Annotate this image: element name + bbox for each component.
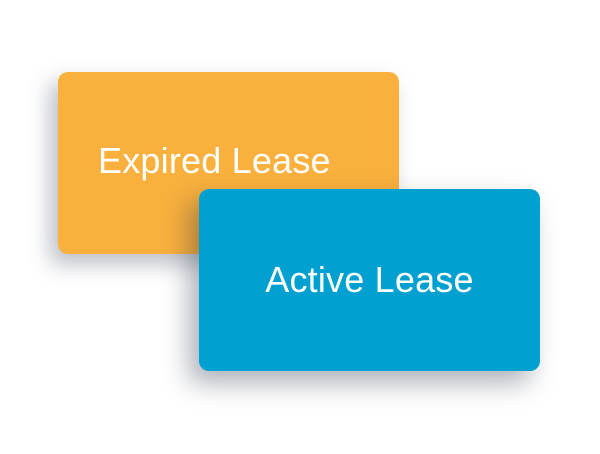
active-lease-label: Active Lease (265, 259, 474, 300)
active-lease-card: Active Lease (199, 189, 540, 371)
expired-lease-label: Expired Lease (98, 140, 331, 181)
